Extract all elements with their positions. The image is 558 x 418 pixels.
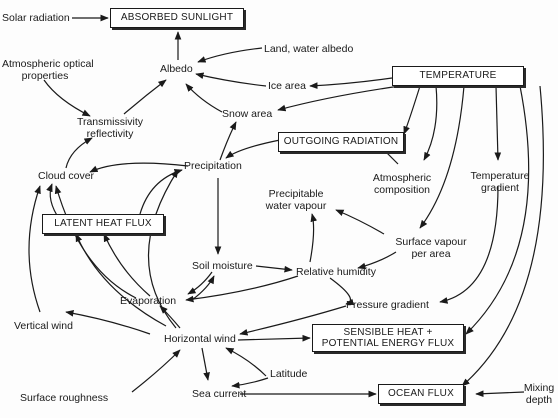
- arrow-surfvap-to-precipwater: [335, 209, 385, 235]
- arrow-temperature-to-ice: [309, 77, 393, 89]
- soil-moisture-label: Soil moisture: [192, 260, 253, 272]
- precipitable-water-line-1: Precipitable: [268, 188, 324, 200]
- pressure-gradient-label: Pressure gradient: [346, 299, 429, 311]
- arrow-evaporation-to-cloud: [54, 185, 137, 299]
- atmospheric-optical-line-2: properties: [21, 70, 69, 82]
- arrow-snow-to-albedo: [185, 83, 223, 113]
- atmospheric-composition-line-2: composition: [373, 184, 431, 196]
- evaporation-label: Evaporation: [120, 295, 177, 307]
- arrow-surfvap-to-relhum: [357, 251, 397, 270]
- arrow-mixing-to-oceanflux: [475, 390, 525, 398]
- arrow-precip-to-cloud: [89, 162, 189, 173]
- vertical-wind-label: Vertical wind: [14, 320, 73, 332]
- atmospheric-composition-label: Atmospheric composition: [366, 172, 438, 196]
- sensible-heat-line-2: POTENTIAL ENERGY FLUX: [321, 338, 455, 349]
- arrow-soil-to-evaporation: [187, 271, 213, 295]
- solar-radiation-label: Solar radiation: [2, 12, 70, 24]
- arrow-latitude-to-seacurrent: [231, 377, 269, 389]
- transmissivity-line-2: reflectivity: [86, 128, 134, 140]
- arrow-precip-to-snow: [219, 121, 237, 161]
- arrow-relhum-to-precipwater: [309, 213, 318, 263]
- surface-vapour-line-2: per area: [411, 248, 451, 260]
- arrow-temperature-to-atmcomp: [423, 85, 438, 161]
- cloud-cover-label: Cloud cover: [38, 170, 95, 182]
- atmospheric-optical-properties-label: Atmospheric optical properties: [2, 58, 94, 82]
- arrow-temperature-to-sensible: [465, 85, 530, 335]
- arrow-temperature-to-outgoing: [403, 85, 421, 135]
- precipitable-water-vapour-label: Precipitable water vapour: [254, 188, 338, 212]
- temperature-gradient-label: Temperature gradient: [464, 170, 536, 194]
- transmissivity-reflectivity-label: Transmissivity reflectivity: [70, 116, 150, 140]
- horizontal-wind-label: Horizontal wind: [164, 333, 236, 345]
- albedo-label: Albedo: [160, 63, 193, 75]
- arrow-relhum-to-evaporation: [185, 275, 299, 303]
- sensible-heat-potential-energy-flux-box: SENSIBLE HEAT + POTENTIAL ENERGY FLUX: [312, 324, 464, 352]
- temperature-box: TEMPERATURE: [392, 66, 524, 86]
- surface-vapour-per-area-label: Surface vapour per area: [386, 236, 476, 260]
- relative-humidity-label: Relative humidity: [296, 266, 376, 278]
- transmissivity-line-1: Transmissivity: [76, 116, 144, 128]
- absorbed-sunlight-box: ABSORBED SUNLIGHT: [110, 8, 244, 28]
- arrow-roughness-to-hwind: [131, 349, 181, 393]
- sea-current-label: Sea current: [192, 388, 247, 400]
- latent-heat-flux-box: LATENT HEAT FLUX: [42, 214, 164, 234]
- temperature-gradient-line-1: Temperature: [470, 170, 530, 182]
- arrow-vertical-to-cloud: [28, 185, 41, 313]
- arrow-transmissivity-to-albedo: [123, 79, 167, 115]
- arrow-land-to-albedo: [197, 47, 263, 63]
- mixing-depth-line-1: Mixing: [523, 382, 555, 394]
- arrow-cloud-to-transmissivity: [65, 137, 93, 169]
- arrow-soil-to-relhum: [255, 265, 293, 273]
- arrow-hwind-to-latent: [75, 233, 167, 327]
- arrow-temperature-to-surfvap: [419, 85, 465, 229]
- atmospheric-composition-line-1: Atmospheric: [372, 172, 432, 184]
- arrow-atmoptical-to-transmissivity: [43, 79, 91, 117]
- atmospheric-optical-line-1: Atmospheric optical: [2, 58, 94, 70]
- arrow-hwind-to-precip: [147, 169, 179, 329]
- precipitation-label: Precipitation: [184, 160, 242, 172]
- arrow-hwind-to-seacurrent: [201, 347, 210, 381]
- sensible-heat-line-1: SENSIBLE HEAT +: [343, 327, 433, 338]
- arrow-relhum-to-pressure: [329, 277, 355, 306]
- arrow-pressure-to-hwind: [239, 305, 347, 336]
- latitude-label: Latitude: [270, 368, 308, 380]
- arrow-temperature-to-snow: [277, 85, 401, 112]
- surface-vapour-line-1: Surface vapour: [395, 236, 467, 248]
- arrow-tgrad-to-pressure: [439, 185, 499, 304]
- arrow-temperature-to-tgrad: [494, 85, 502, 161]
- arrow-hwind-to-sensible: [237, 334, 311, 342]
- arrow-evaporation-to-latent: [103, 233, 151, 297]
- arrow-hwind-to-vertical: [65, 310, 151, 335]
- arrow-latitude-to-hwind: [225, 347, 267, 377]
- arrow-ice-to-albedo: [195, 72, 267, 87]
- outgoing-radiation-box: OUTGOING RADIATION: [278, 132, 404, 152]
- ice-area-label: Ice area: [268, 80, 306, 92]
- arrow-evaporation-to-soil: [191, 275, 215, 301]
- arrow-outgoing-to-precip-rev: [225, 139, 281, 159]
- temperature-gradient-line-2: gradient: [481, 182, 519, 194]
- snow-area-label: Snow area: [222, 108, 273, 120]
- mixing-depth-line-2: depth: [525, 394, 553, 406]
- land-water-albedo-label: Land, water albedo: [264, 43, 354, 55]
- mixing-depth-label: Mixing depth: [520, 382, 558, 406]
- arrow-latent-to-precip: [139, 169, 183, 215]
- surface-roughness-label: Surface roughness: [20, 392, 109, 404]
- precipitable-water-line-2: water vapour: [265, 200, 327, 212]
- ocean-flux-box: OCEAN FLUX: [378, 384, 464, 404]
- arrow-temperature-to-oceanflux: [461, 85, 544, 387]
